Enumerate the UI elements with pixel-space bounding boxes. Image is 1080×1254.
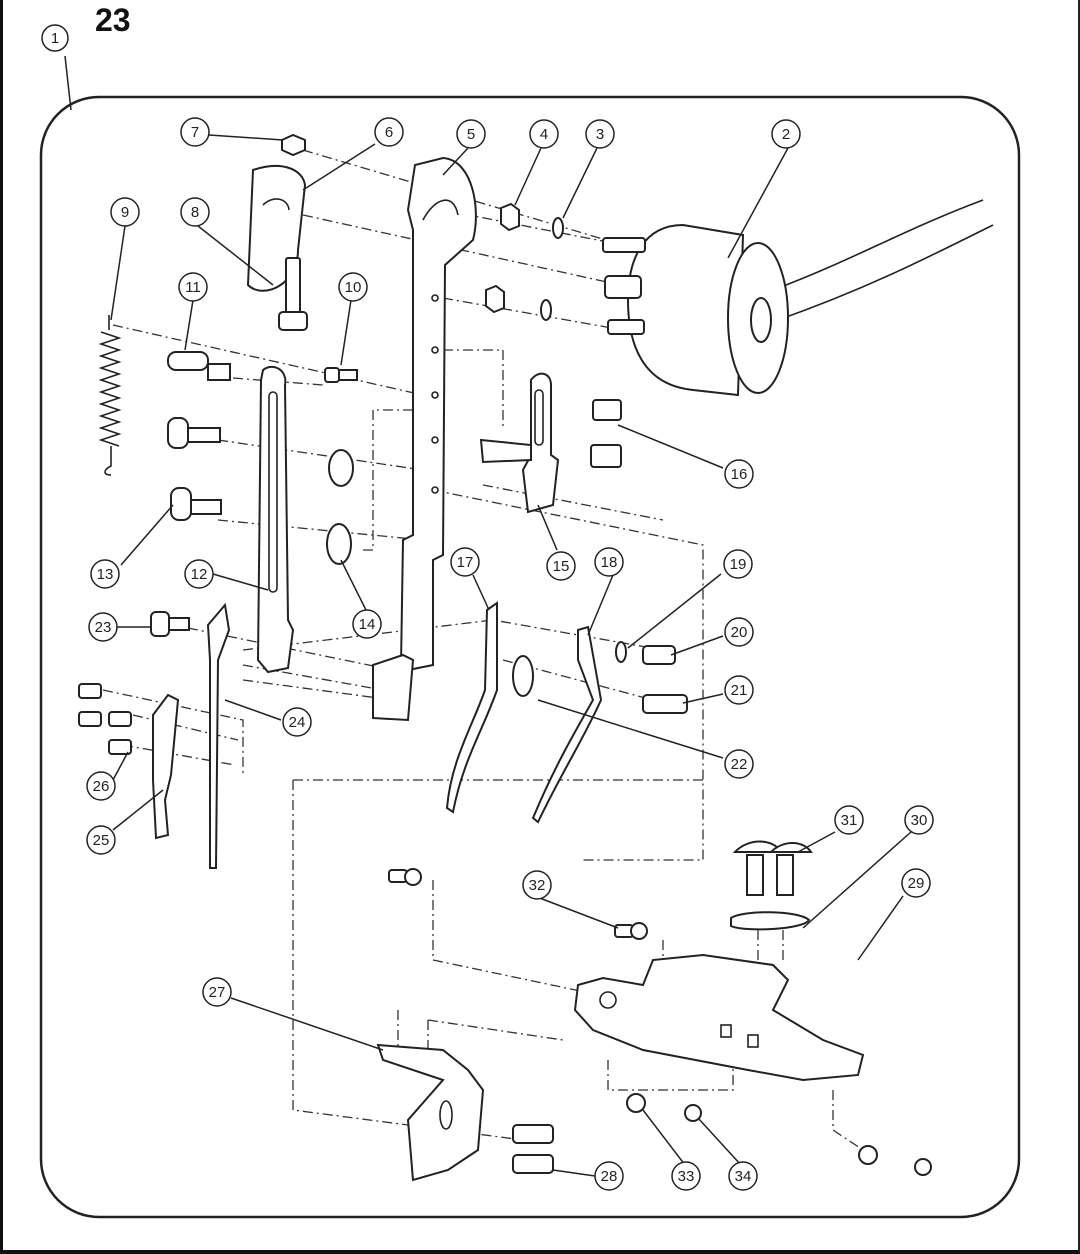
parts-6-7-8-clamp — [246, 133, 308, 331]
svg-text:14: 14 — [359, 616, 376, 633]
parts-29-34-bottom-plate — [388, 840, 932, 1176]
callout-15: 15 — [546, 551, 576, 581]
callout-5: 5 — [456, 119, 486, 149]
svg-text:10: 10 — [345, 279, 362, 296]
callout-22: 22 — [724, 749, 754, 779]
svg-text:8: 8 — [191, 204, 199, 221]
callout-4: 4 — [529, 119, 559, 149]
svg-text:26: 26 — [93, 778, 110, 795]
leader-lines — [64, 55, 912, 1177]
svg-text:18: 18 — [601, 554, 618, 571]
callout-21: 21 — [724, 675, 754, 705]
callout-31: 31 — [834, 805, 864, 835]
parts-17-18-blades — [445, 601, 688, 824]
frame-outline — [39, 95, 1021, 1219]
svg-text:33: 33 — [678, 1168, 695, 1185]
callout-8: 8 — [180, 197, 210, 227]
svg-text:12: 12 — [191, 566, 208, 583]
svg-text:24: 24 — [289, 714, 306, 731]
callout-32: 32 — [522, 870, 552, 900]
part-12-arm — [256, 365, 295, 674]
callout-24: 24 — [282, 707, 312, 737]
callout-7: 7 — [180, 117, 210, 147]
page-number: 23 — [95, 2, 131, 38]
svg-text:13: 13 — [97, 566, 114, 583]
svg-text:32: 32 — [529, 877, 546, 894]
part-2-motor — [602, 199, 994, 397]
svg-text:29: 29 — [908, 875, 925, 892]
callout-20: 20 — [724, 617, 754, 647]
part-5-bracket — [372, 156, 477, 722]
svg-text:19: 19 — [730, 556, 747, 573]
svg-text:23: 23 — [95, 619, 112, 636]
callout-9: 9 — [110, 197, 140, 227]
svg-text:9: 9 — [121, 204, 129, 221]
part-9-spring — [98, 315, 122, 476]
callout-13: 13 — [90, 559, 120, 589]
callout-11: 11 — [178, 272, 208, 302]
callout-27: 27 — [202, 977, 232, 1007]
svg-text:17: 17 — [457, 554, 474, 571]
callout-25: 25 — [86, 825, 116, 855]
svg-text:25: 25 — [93, 832, 110, 849]
svg-text:3: 3 — [596, 126, 604, 143]
exploded-parts-diagram: 1 2 3 4 5 6 7 8 9 10 11 12 13 14 15 16 1… — [39, 24, 1021, 1219]
callout-34: 34 — [728, 1161, 758, 1191]
callout-18: 18 — [594, 547, 624, 577]
callout-17: 17 — [450, 547, 480, 577]
svg-text:30: 30 — [911, 812, 928, 829]
svg-text:21: 21 — [731, 682, 748, 699]
parts-27-28-lower-bracket — [376, 1043, 554, 1182]
svg-text:22: 22 — [731, 756, 748, 773]
parts-3-4-washers-nuts — [485, 202, 564, 321]
callouts: 1 2 3 4 5 6 7 8 9 10 11 12 13 14 15 16 1… — [41, 24, 934, 1191]
svg-text:15: 15 — [553, 558, 570, 575]
svg-text:20: 20 — [731, 624, 748, 641]
svg-text:16: 16 — [731, 466, 748, 483]
callout-23: 23 — [88, 612, 118, 642]
callout-6: 6 — [374, 117, 404, 147]
svg-text:7: 7 — [191, 124, 199, 141]
svg-text:11: 11 — [185, 279, 201, 296]
svg-text:34: 34 — [735, 1168, 752, 1185]
callout-19: 19 — [723, 549, 753, 579]
part-15-16-bracket-screws — [479, 372, 622, 514]
callout-10: 10 — [338, 272, 368, 302]
svg-text:4: 4 — [540, 126, 548, 143]
callout-30: 30 — [904, 805, 934, 835]
svg-text:1: 1 — [51, 30, 59, 47]
svg-text:6: 6 — [385, 124, 393, 141]
svg-text:31: 31 — [841, 812, 858, 829]
callout-29: 29 — [901, 868, 931, 898]
svg-text:28: 28 — [601, 1168, 618, 1185]
callout-1: 1 — [41, 24, 69, 52]
svg-text:27: 27 — [209, 984, 226, 1001]
callout-28: 28 — [594, 1161, 624, 1191]
parts-24-25-26 — [78, 602, 231, 869]
svg-text:5: 5 — [467, 126, 475, 143]
svg-text:2: 2 — [782, 126, 790, 143]
callout-3: 3 — [585, 119, 615, 149]
pins-and-screws-left — [150, 351, 358, 637]
callout-16: 16 — [724, 459, 754, 489]
callout-2: 2 — [771, 119, 801, 149]
callout-26: 26 — [86, 771, 116, 801]
callout-14: 14 — [352, 609, 382, 639]
callout-12: 12 — [184, 559, 214, 589]
callout-33: 33 — [671, 1161, 701, 1191]
